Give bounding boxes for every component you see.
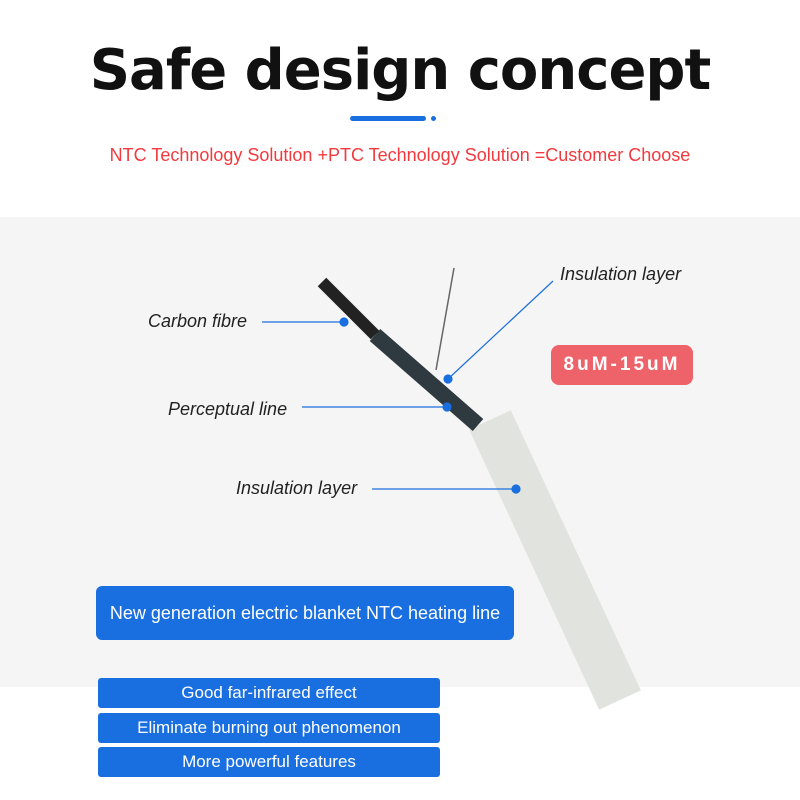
label-insulation-bottom: Insulation layer <box>236 478 358 498</box>
title-dot <box>431 116 436 121</box>
carbon-fibre <box>317 277 380 340</box>
insulation-sheath <box>469 410 641 710</box>
feature-item: Good far-infrared effect <box>98 678 440 708</box>
thickness-badge: 8uM-15uM <box>551 345 693 385</box>
inner-core <box>369 328 484 432</box>
page-title: Safe design concept <box>89 38 712 103</box>
label-carbon-fibre: Carbon fibre <box>148 311 248 331</box>
label-insulation-top: Insulation layer <box>560 264 682 284</box>
feature-item: More powerful features <box>98 747 440 777</box>
headline-banner: New generation electric blanket NTC heat… <box>96 586 514 640</box>
title-underline <box>350 116 426 121</box>
label-perceptual-line: Perceptual line <box>168 399 288 419</box>
subtitle: NTC Technology Solution +PTC Technology … <box>109 145 691 165</box>
feature-item: Eliminate burning out phenomenon <box>98 713 440 743</box>
sensor-wire <box>435 267 455 371</box>
